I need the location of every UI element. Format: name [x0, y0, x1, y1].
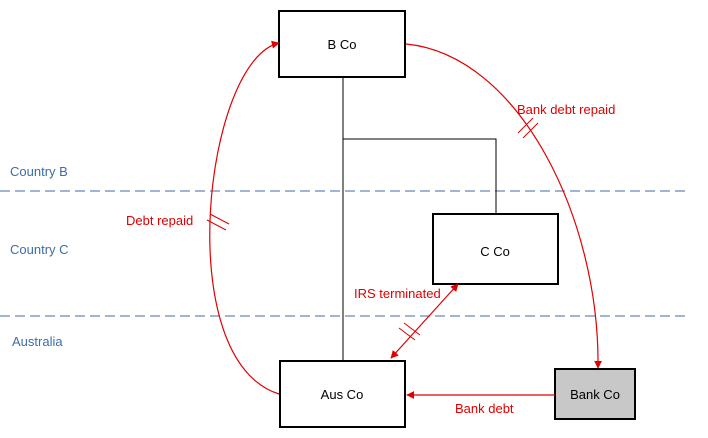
flow-debt-repaid-arrow	[209, 40, 280, 395]
entity-bank-co: Bank Co	[554, 368, 636, 420]
entity-bank-co-label: Bank Co	[570, 387, 620, 402]
flow-bank-debt-repaid-arrow	[405, 43, 603, 369]
flow-debt-repaid-tick-2	[209, 213, 230, 225]
flow-debt-repaid-label: Debt repaid	[126, 213, 193, 228]
flow-bank-debt-repaid-tick-1	[517, 117, 534, 134]
flow-bank-debt-repaid-label: Bank debt repaid	[517, 102, 615, 117]
flow-bank-debt-repaid-tick-2	[522, 122, 539, 139]
region-label-country-c: Country C	[10, 242, 69, 257]
ownership-line-b-to-c	[343, 138, 497, 214]
entity-aus-co-label: Aus Co	[321, 387, 364, 402]
region-label-australia: Australia	[12, 334, 63, 349]
flow-bank-debt-label: Bank debt	[455, 401, 514, 416]
entity-aus-co: Aus Co	[279, 360, 406, 428]
flow-debt-repaid-tick-1	[206, 219, 227, 231]
entity-b-co-label: B Co	[328, 37, 357, 52]
entity-c-co: C Co	[432, 213, 559, 285]
flow-irs-terminated-label: IRS terminated	[354, 286, 441, 301]
flow-irs-terminated-tick-1	[398, 327, 416, 341]
region-label-country-b: Country B	[10, 164, 68, 179]
flow-irs-terminated-tick-2	[403, 322, 421, 336]
entity-b-co: B Co	[278, 10, 406, 78]
entity-c-co-label: C Co	[480, 244, 510, 259]
flow-irs-terminated-arrow	[390, 283, 459, 359]
